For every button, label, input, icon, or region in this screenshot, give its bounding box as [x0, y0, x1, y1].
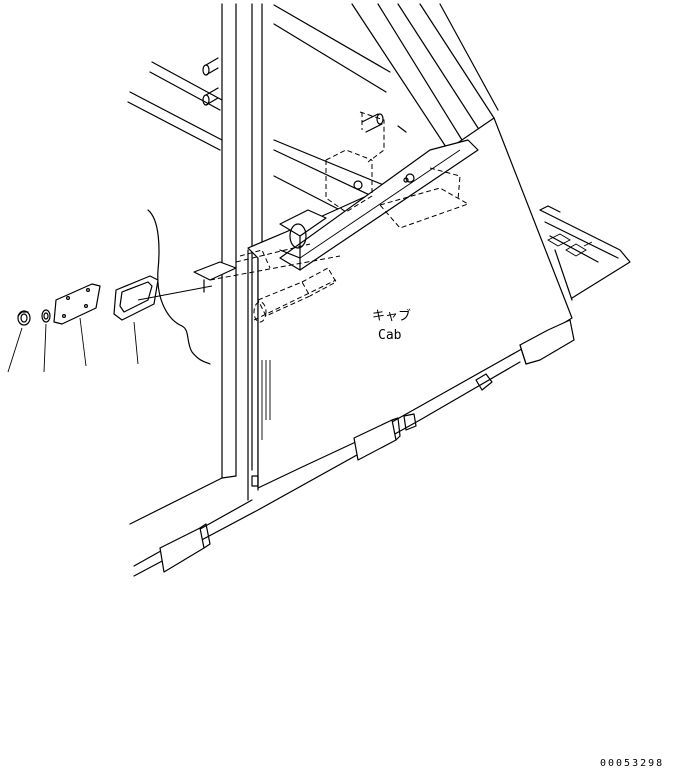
cab-label-jp: キャブ — [372, 308, 411, 324]
floor-step — [539, 205, 631, 301]
mount-bracket — [193, 261, 237, 293]
callout-leaders — [7, 317, 139, 373]
base-frame — [129, 361, 521, 577]
washer-part — [41, 309, 51, 323]
exploded-parts — [17, 275, 213, 326]
frame-rails — [127, 4, 421, 215]
break-line — [147, 209, 211, 365]
assembly-leader — [137, 285, 213, 301]
cab-label-en: Cab — [378, 328, 402, 343]
nut-part — [17, 310, 31, 326]
drawing-code: 00053298 — [600, 758, 664, 769]
gasket-part — [113, 275, 159, 321]
cross-member — [279, 139, 479, 271]
pin-cylinders — [202, 57, 219, 106]
front-pillars — [351, 3, 499, 151]
cover-plate-part — [53, 283, 101, 325]
lower-bracket — [519, 319, 575, 365]
upper-pins — [361, 113, 407, 133]
hidden-parts — [209, 111, 470, 323]
